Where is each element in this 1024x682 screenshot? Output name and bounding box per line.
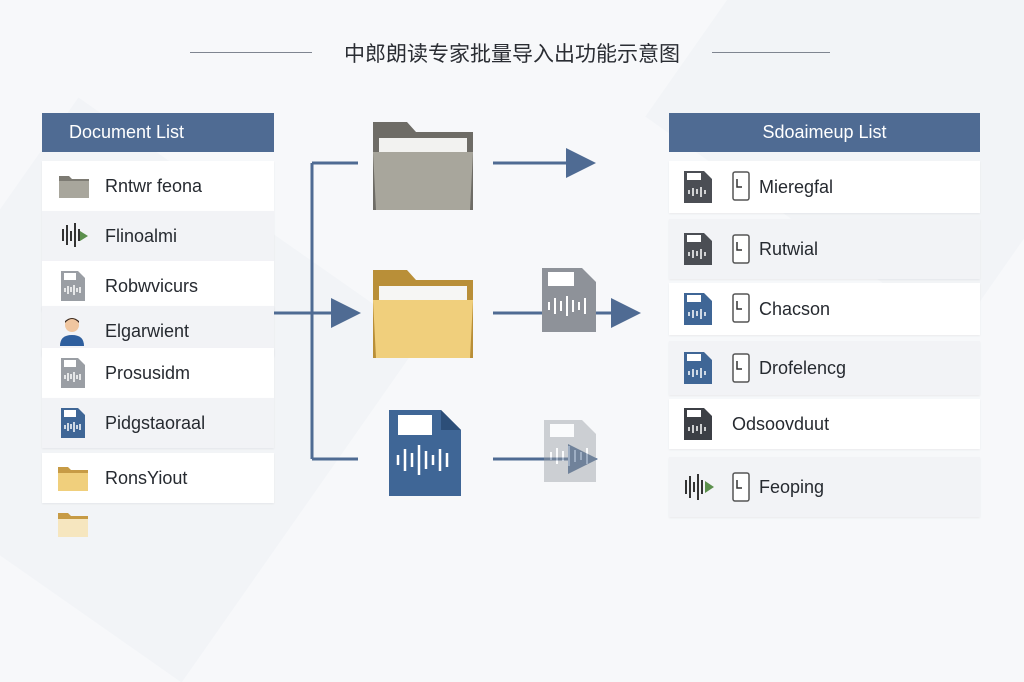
audio-file-gray-icon (540, 266, 598, 339)
list-item[interactable]: Drofelencg (669, 341, 980, 395)
document-page-icon (732, 353, 750, 388)
audio-file-gray-icon (60, 357, 86, 394)
list-item-label: Rntwr feona (105, 176, 203, 196)
folder-yellow-icon (57, 509, 89, 544)
audio-file-gray-icon (60, 270, 86, 307)
document-page-icon (732, 472, 750, 507)
list-item-label: Feoping (759, 477, 825, 497)
list-item[interactable]: Elgarwient (42, 306, 274, 356)
output-list-panel: Sdoaimeup List Mieregfal (669, 113, 980, 523)
list-item[interactable]: Chacson (669, 283, 980, 335)
audio-waveform-arrow-icon (681, 471, 717, 508)
list-item-label: RonsYiout (105, 468, 188, 488)
list-item[interactable]: Rntwr feona (42, 161, 274, 211)
folder-gray-icon (370, 116, 476, 219)
list-item-label: Chacson (759, 299, 831, 319)
person-avatar-icon (58, 315, 86, 352)
list-item[interactable] (42, 505, 274, 543)
audio-file-dark-icon (683, 170, 713, 209)
folder-yellow-icon (370, 264, 476, 367)
list-item[interactable]: Robwvicurs (42, 261, 274, 311)
list-item[interactable]: Mieregfal (669, 161, 980, 213)
audio-file-dark-icon (683, 407, 713, 446)
audio-waveform-arrow-icon (58, 221, 92, 256)
title-line-left (190, 52, 312, 53)
list-item-label: Pidgstaoraal (105, 413, 206, 433)
folder-gray-icon (58, 172, 90, 205)
audio-file-gray-icon (542, 418, 598, 489)
list-item[interactable]: RonsYiout (42, 453, 274, 503)
audio-file-blue-icon (683, 292, 713, 331)
audio-file-blue-icon (386, 407, 464, 504)
document-page-icon (732, 171, 750, 206)
list-item[interactable]: Flinoalmi (42, 211, 274, 261)
list-item-label: Flinoalmi (105, 226, 178, 246)
list-item-label: Prosusidm (105, 363, 191, 383)
list-item-label: Robwvicurs (105, 276, 199, 296)
output-list-header: Sdoaimeup List (669, 113, 980, 152)
list-item-label: Odsoovduut (732, 414, 830, 434)
audio-file-blue-icon (60, 407, 86, 444)
title-row: 中郎朗读专家批量导入出功能示意图 (0, 36, 1024, 68)
folder-yellow-icon (57, 463, 89, 498)
list-item[interactable]: Prosusidm (42, 348, 274, 398)
list-item[interactable]: Odsoovduut (669, 399, 980, 449)
document-page-icon (732, 293, 750, 328)
list-item-label: Rutwial (759, 239, 819, 259)
list-item-label: Elgarwient (105, 321, 190, 341)
title-line-right (712, 52, 830, 53)
audio-file-blue-icon (683, 351, 713, 390)
list-item-label: Mieregfal (759, 177, 834, 197)
document-list-header: Document List (42, 113, 274, 152)
audio-file-dark-icon (683, 232, 713, 271)
list-item[interactable]: Rutwial (669, 219, 980, 279)
document-page-icon (732, 234, 750, 269)
document-list-panel: Document List Rntwr feona Flinoalmi (42, 113, 274, 543)
list-item-label: Drofelencg (759, 358, 847, 378)
list-item[interactable]: Pidgstaoraal (42, 398, 274, 448)
list-item[interactable]: Feoping (669, 457, 980, 517)
page-title: 中郎朗读专家批量导入出功能示意图 (344, 43, 680, 66)
